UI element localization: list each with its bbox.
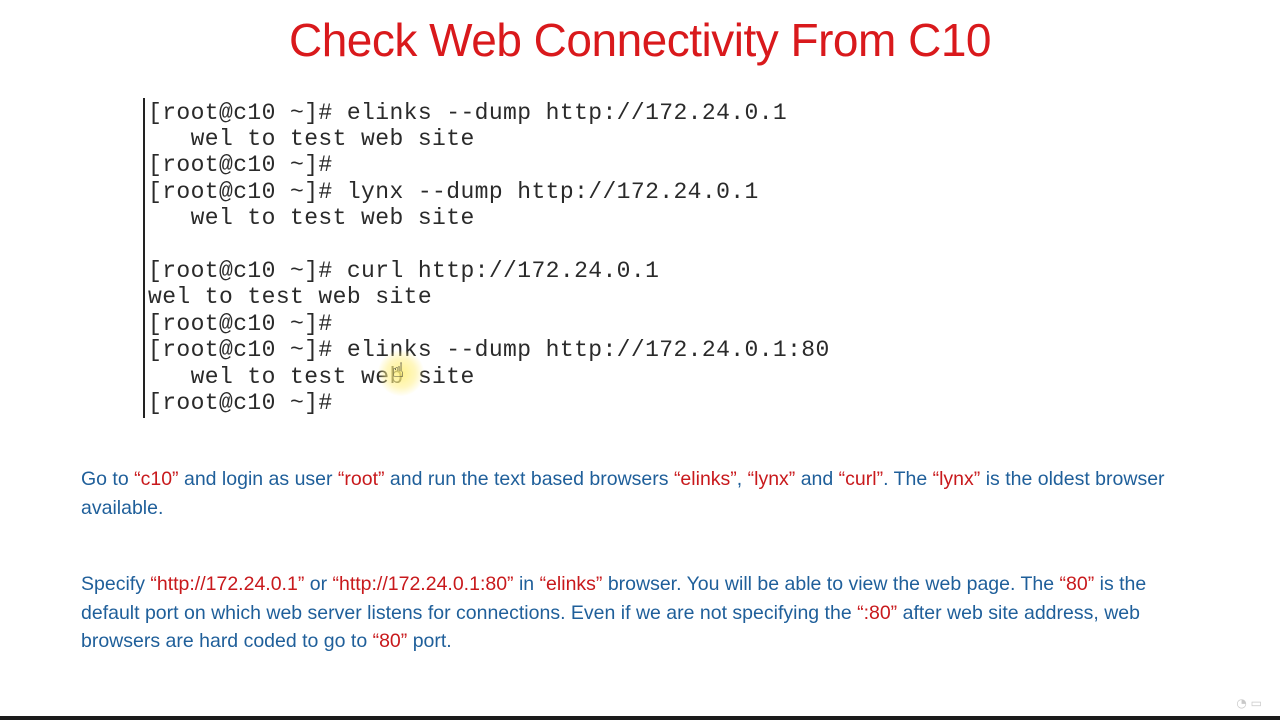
quoted-term: “http://172.24.0.1:80” [332,573,514,595]
cursor-highlight: ☝ [378,350,424,396]
terminal-line: [root@c10 ~]# [148,390,333,416]
quoted-term: “lynx” [747,468,796,490]
quoted-term: “80” [1059,573,1095,595]
instruction-paragraph-1: Go to “c10” and login as user “root” and… [81,465,1201,522]
para-text: is the oldest browser available. [81,468,1165,519]
terminal-line: [root@c10 ~]# curl http://172.24.0.1 [148,258,660,284]
para-text: , [736,468,748,490]
para-text: and run the text based browsers [384,468,674,490]
terminal-line: [root@c10 ~]# elinks --dump http://172.2… [148,337,830,363]
hand-pointer-icon: ☝ [392,358,405,382]
quoted-term: “80” [372,630,408,652]
para-text: browser. You will be able to view the we… [602,573,1060,595]
quoted-term: “curl” [838,468,884,490]
terminal-line: wel to test web site [148,364,475,390]
terminal-line: [root@c10 ~]# [148,311,333,337]
quoted-term: “elinks” [673,468,737,490]
para-text: in [513,573,540,595]
terminal-line: wel to test web site [148,205,475,231]
terminal-screenshot: [root@c10 ~]# elinks --dump http://172.2… [143,98,905,418]
terminal-line: wel to test web site [148,284,433,310]
udemy-logo: ◔ ▭ [1236,696,1262,710]
quoted-term: “root” [337,468,385,490]
quoted-term: “elinks” [539,573,603,595]
terminal-line: [root@c10 ~]# [148,152,333,178]
quoted-term: “:80” [857,601,898,624]
instruction-paragraph-2: Specify “http://172.24.0.1” or “http://1… [81,570,1201,656]
para-text: and login as user [178,468,338,490]
para-text: port. [407,630,452,652]
para-text: Go to [81,468,135,490]
slide-title: Check Web Connectivity From C10 [288,14,992,66]
terminal-line: [root@c10 ~]# lynx --dump http://172.24.… [148,179,759,205]
terminal-line: wel to test web site [148,126,475,152]
quoted-term: “c10” [134,468,179,490]
para-text: after web site address, web browsers are… [81,601,1140,653]
quoted-term: “lynx” [932,468,981,490]
terminal-line: [root@c10 ~]# elinks --dump http://172.2… [148,100,788,126]
bottom-border [0,716,1280,720]
para-text: or [304,573,333,595]
quoted-term: “http://172.24.0.1” [150,573,305,595]
para-text: . The [883,468,933,490]
para-text: and [795,468,839,490]
para-text: is the default port on which web server … [81,573,1147,624]
para-text: Specify [81,573,151,595]
